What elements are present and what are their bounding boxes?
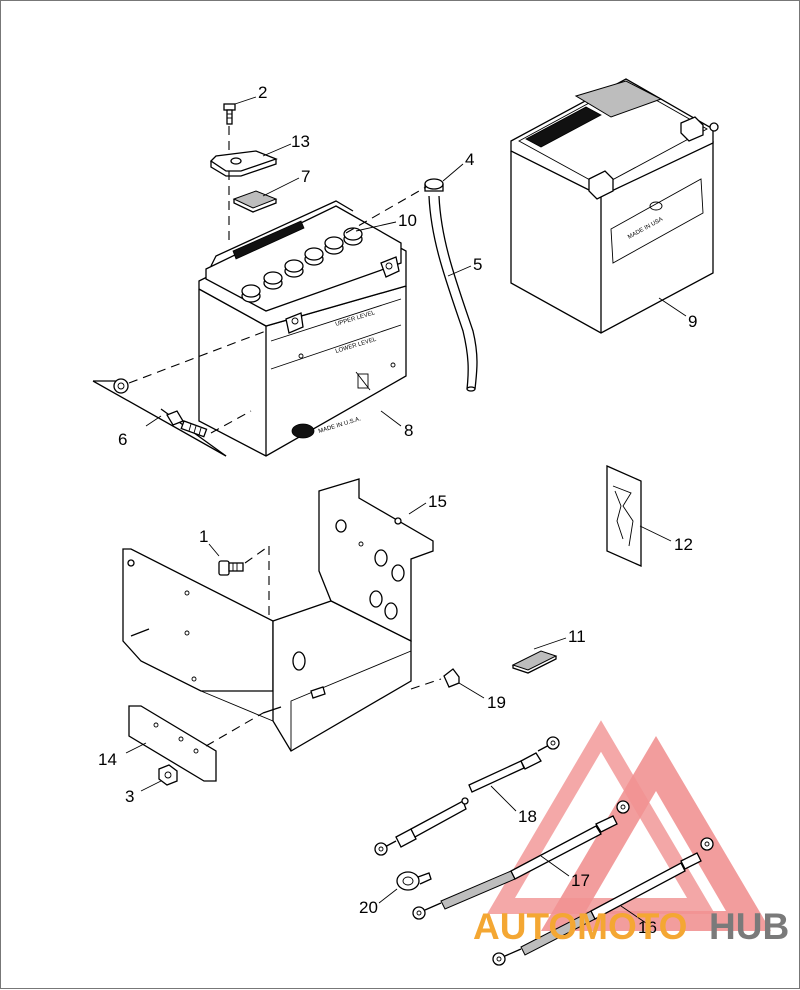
clip-part-4	[424, 178, 444, 192]
callout-labels: 1 2 3 4 5 6 7 8 9 10 11 12 13 14 15 16 1…	[98, 83, 697, 937]
label-18: 18	[518, 807, 537, 826]
fastener-set-part-6	[92, 330, 267, 457]
label-13: 13	[291, 132, 310, 151]
terminal-part-20	[396, 871, 432, 891]
label-9: 9	[688, 312, 697, 331]
battery-logo-badge	[291, 423, 315, 439]
watermark-part2: HUB	[709, 906, 789, 947]
label-11: 11	[568, 627, 586, 646]
tab-part-11	[511, 650, 558, 674]
label-5: 5	[473, 255, 482, 274]
battery-part-8: UPPER LEVEL LOWER LEVEL MADE IN U.S.A.	[198, 200, 407, 457]
label-2: 2	[258, 83, 267, 102]
vent-tube-part-5	[428, 195, 478, 392]
label-16: 16	[638, 918, 657, 937]
battery-part-9: MADE IN USA	[510, 78, 719, 334]
label-19: 19	[487, 693, 506, 712]
label-3: 3	[125, 787, 134, 806]
label-20: 20	[359, 898, 378, 917]
label-card-part-12	[606, 465, 642, 567]
bracket-part-13	[209, 150, 278, 177]
recycle-bin-icon	[357, 373, 369, 389]
leader-lines	[125, 96, 687, 924]
label-12: 12	[674, 535, 693, 554]
pad-part-7	[232, 190, 278, 213]
watermark-logo	[487, 720, 771, 931]
battery-tray-part-15	[122, 478, 434, 752]
cable-part-16	[492, 837, 714, 966]
boot-part-19	[410, 668, 460, 690]
label-15: 15	[428, 492, 447, 511]
screw-part-2	[223, 103, 236, 246]
label-6: 6	[118, 430, 127, 449]
plate-part-14	[128, 705, 264, 782]
label-10: 10	[398, 211, 417, 230]
screw-part-1	[218, 545, 270, 621]
watermark-text: AUTOMOTO HUB	[473, 906, 789, 947]
label-7: 7	[301, 167, 310, 186]
nut-part-3	[158, 764, 178, 786]
label-17: 17	[571, 871, 590, 890]
watermark-part1: AUTOMOTO	[473, 906, 687, 947]
cable-part-17	[412, 800, 630, 920]
cable-part-18	[374, 736, 560, 856]
label-8: 8	[404, 421, 413, 440]
label-1: 1	[199, 527, 208, 546]
label-14: 14	[98, 750, 117, 769]
label-4: 4	[465, 150, 474, 169]
